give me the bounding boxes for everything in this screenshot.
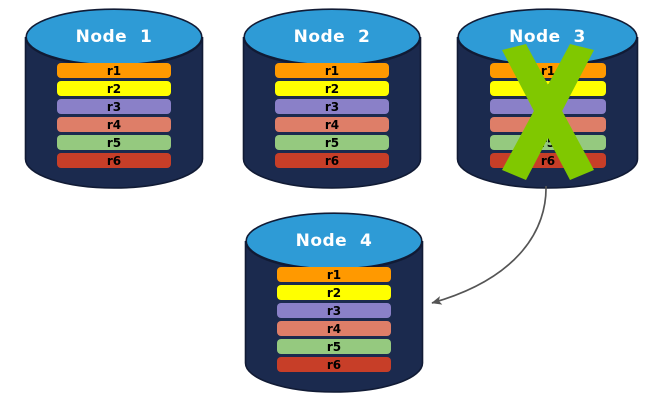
cylinder-top-ellipse [243, 8, 421, 66]
data-row-r2[interactable]: r2 [277, 285, 391, 300]
row-stack: r1 r2 r3 r4 r5 r6 [490, 63, 606, 168]
cylinder-top-ellipse [25, 8, 203, 66]
data-row-r3[interactable]: r3 [57, 99, 171, 114]
data-row-r5[interactable]: r5 [275, 135, 389, 150]
data-row-r3[interactable]: r3 [277, 303, 391, 318]
data-row-r4[interactable]: r4 [275, 117, 389, 132]
data-row-r6[interactable]: r6 [490, 153, 606, 168]
data-row-r6[interactable]: r6 [57, 153, 171, 168]
cylinder-top-ellipse [457, 8, 638, 66]
data-row-r4[interactable]: r4 [277, 321, 391, 336]
data-row-r1[interactable]: r1 [490, 63, 606, 78]
data-row-r4[interactable]: r4 [57, 117, 171, 132]
data-row-r2[interactable]: r2 [275, 81, 389, 96]
data-row-r6[interactable]: r6 [275, 153, 389, 168]
data-row-r3[interactable]: r3 [490, 99, 606, 114]
row-stack: r1 r2 r3 r4 r5 r6 [277, 267, 391, 372]
data-row-r5[interactable]: r5 [490, 135, 606, 150]
data-row-r2[interactable]: r2 [57, 81, 171, 96]
data-row-r1[interactable]: r1 [275, 63, 389, 78]
cylinder-top-ellipse [245, 212, 423, 270]
row-stack: r1 r2 r3 r4 r5 r6 [57, 63, 171, 168]
data-row-r2[interactable]: r2 [490, 81, 606, 96]
data-row-r1[interactable]: r1 [57, 63, 171, 78]
data-row-r3[interactable]: r3 [275, 99, 389, 114]
data-row-r6[interactable]: r6 [277, 357, 391, 372]
data-row-r5[interactable]: r5 [57, 135, 171, 150]
data-row-r4[interactable]: r4 [490, 117, 606, 132]
row-stack: r1 r2 r3 r4 r5 r6 [275, 63, 389, 168]
data-row-r5[interactable]: r5 [277, 339, 391, 354]
data-row-r1[interactable]: r1 [277, 267, 391, 282]
